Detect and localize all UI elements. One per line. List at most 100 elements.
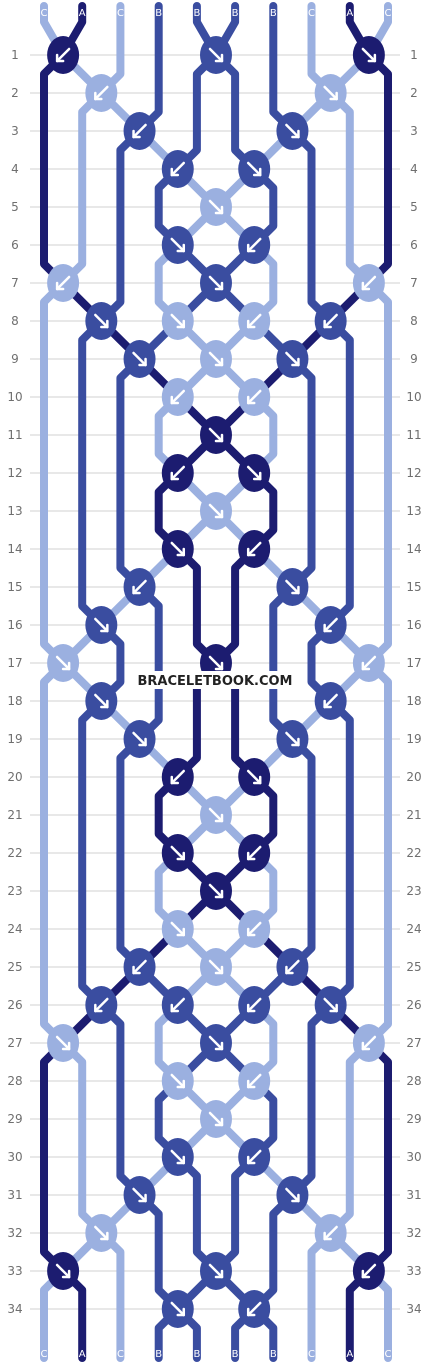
knot — [123, 948, 156, 986]
row-number-left: 12 — [7, 466, 22, 480]
arrow-se-icon — [208, 883, 224, 899]
arrow-head — [285, 965, 294, 975]
arrow-sw-icon — [246, 389, 262, 405]
arrow-se-icon — [55, 1035, 71, 1051]
end-string-label: B — [232, 1349, 239, 1360]
knot — [276, 568, 309, 606]
knot — [352, 264, 385, 302]
knot — [238, 834, 271, 872]
knot — [352, 1252, 385, 1290]
knot — [85, 606, 118, 644]
arrow-head — [61, 1041, 71, 1051]
arrow-head — [323, 699, 332, 709]
arrow-head — [61, 661, 71, 671]
arrow-se-icon — [170, 1073, 186, 1089]
arrow-head — [176, 851, 186, 861]
arrow-se-icon — [170, 1301, 186, 1317]
knot — [314, 606, 347, 644]
arrow-sw-icon — [170, 389, 186, 405]
arrow-sw-icon — [170, 161, 186, 177]
knot — [123, 1176, 156, 1214]
arrow-sw-icon — [132, 123, 147, 139]
arrow-sw-icon — [246, 541, 262, 557]
arrow-head — [214, 1041, 224, 1051]
knot — [199, 36, 232, 74]
arrow-se-icon — [170, 845, 186, 861]
arrow-se-icon — [361, 47, 377, 63]
arrow-head — [329, 1003, 338, 1013]
row-number-left: 33 — [7, 1264, 22, 1278]
row-number-left: 9 — [11, 352, 19, 366]
arrow-head — [252, 471, 262, 481]
knot — [238, 1062, 271, 1100]
row-number-left: 3 — [11, 124, 19, 138]
knot — [199, 416, 232, 454]
knot — [314, 302, 347, 340]
row-number-left: 7 — [11, 276, 19, 290]
knot — [161, 150, 194, 188]
arrow-se-icon — [170, 313, 186, 329]
knot — [276, 112, 309, 150]
knot — [238, 530, 271, 568]
row-number-right: 8 — [410, 314, 418, 328]
arrow-se-icon — [208, 351, 224, 367]
arrow-sw-icon — [94, 997, 109, 1013]
row-number-left: 21 — [7, 808, 22, 822]
arrow-head — [138, 1193, 147, 1203]
arrow-head — [291, 357, 300, 367]
arrow-se-icon — [285, 123, 300, 139]
arrow-sw-icon — [170, 997, 186, 1013]
knot — [238, 378, 271, 416]
row-number-right: 3 — [410, 124, 418, 138]
arrow-se-icon — [170, 237, 186, 253]
arrow-head — [323, 623, 332, 633]
start-string-label: C — [117, 8, 124, 19]
arrow-se-icon — [94, 617, 109, 633]
row-number-right: 25 — [406, 960, 421, 974]
arrow-sw-icon — [285, 959, 300, 975]
arrow-head — [291, 585, 300, 595]
arrow-head — [246, 1003, 256, 1013]
end-string-label: A — [79, 1349, 86, 1360]
arrow-head — [100, 623, 109, 633]
knot — [352, 644, 385, 682]
row-number-left: 23 — [7, 884, 22, 898]
start-string-label: C — [308, 8, 315, 19]
arrow-head — [361, 1269, 371, 1279]
knot — [199, 1100, 232, 1138]
row-number-left: 2 — [11, 86, 19, 100]
row-number-right: 30 — [406, 1150, 421, 1164]
row-number-right: 10 — [406, 390, 421, 404]
row-number-right: 7 — [410, 276, 418, 290]
start-string-label: A — [346, 8, 353, 19]
arrow-se-icon — [170, 541, 186, 557]
row-number-left: 31 — [7, 1188, 22, 1202]
arrow-head — [214, 813, 224, 823]
arrow-se-icon — [170, 921, 186, 937]
brand-watermark: BRACELETBOOK.COM — [136, 671, 294, 689]
knot — [314, 682, 347, 720]
start-string-label: A — [79, 8, 86, 19]
arrow-head — [329, 91, 338, 101]
knot — [161, 302, 194, 340]
arrow-head — [176, 319, 186, 329]
knot — [199, 492, 232, 530]
knot — [47, 1252, 80, 1290]
arrow-sw-icon — [246, 313, 262, 329]
row-number-right: 13 — [406, 504, 421, 518]
arrow-head — [176, 927, 186, 937]
arrow-se-icon — [208, 655, 224, 671]
arrow-sw-icon — [246, 237, 262, 253]
arrow-head — [138, 357, 147, 367]
knot — [85, 682, 118, 720]
row-number-right: 18 — [406, 694, 421, 708]
row-number-right: 1 — [410, 48, 418, 62]
arrow-sw-icon — [132, 959, 147, 975]
row-number-left: 10 — [7, 390, 22, 404]
thread-C — [40, 2, 392, 1362]
arrow-sw-icon — [55, 47, 71, 63]
row-number-left: 34 — [7, 1302, 22, 1316]
knot — [199, 1252, 232, 1290]
row-number-right: 6 — [410, 238, 418, 252]
